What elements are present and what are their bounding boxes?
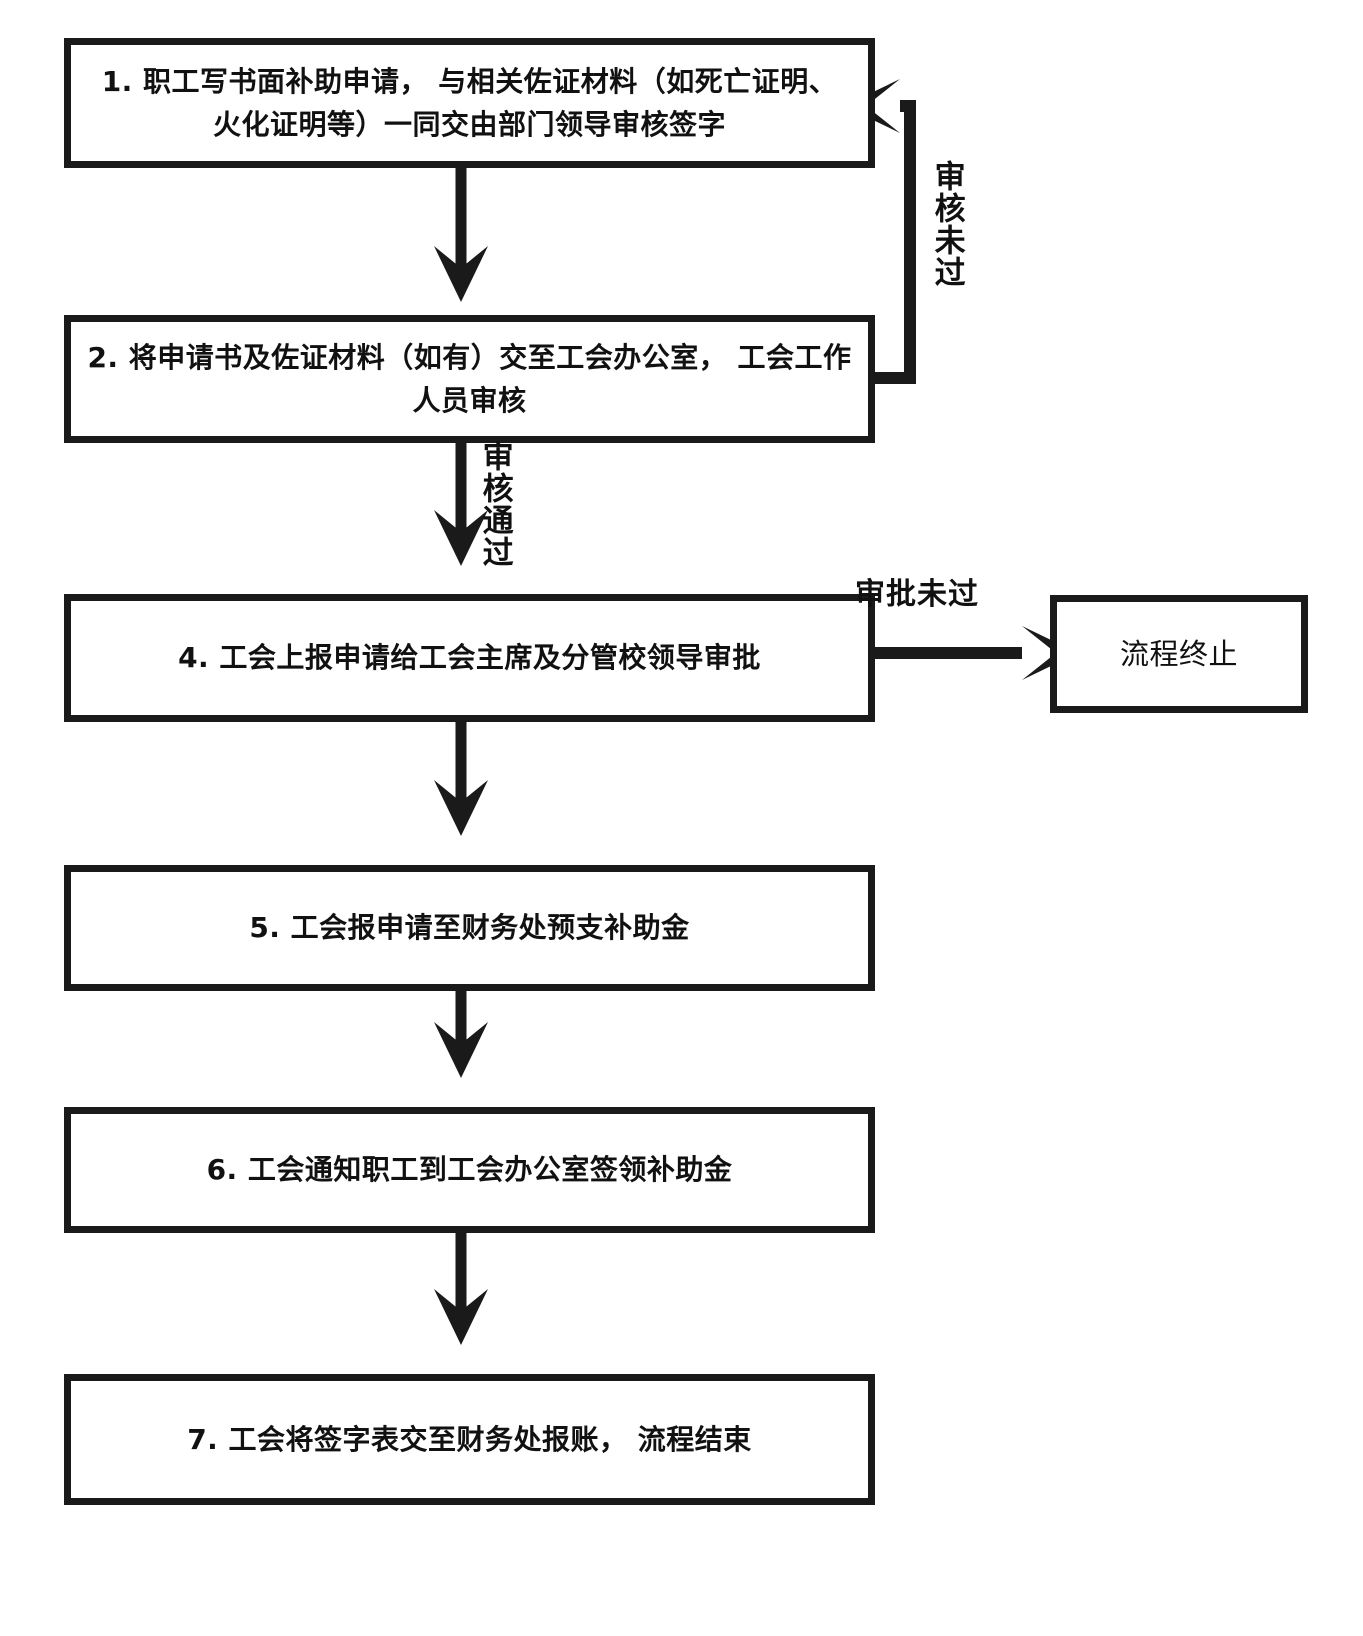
- node-notify-employee-to-sign[interactable]: 6. 工会通知职工到工会办公室签领补助金: [64, 1107, 875, 1233]
- edge-label-pass: 审核通过: [476, 440, 513, 568]
- node-label: 7. 工会将签字表交至财务处报账， 流程结束: [187, 1422, 752, 1456]
- node-submit-to-union-office[interactable]: 2. 将申请书及佐证材料（如有）交至工会办公室， 工会工作 人员审核: [64, 315, 875, 443]
- node-finance-advance-subsidy[interactable]: 5. 工会报申请至财务处预支补助金: [64, 865, 875, 991]
- node-submit-signature-form[interactable]: 7. 工会将签字表交至财务处报账， 流程结束: [64, 1374, 875, 1505]
- arrow-step4-to-terminate: [875, 626, 1078, 680]
- node-process-terminated[interactable]: 流程终止: [1050, 595, 1308, 713]
- arrow-step5-to-step6: [434, 991, 488, 1078]
- edge-label-reject-loop: 审核未过: [928, 160, 965, 288]
- node-label: 5. 工会报申请至财务处预支补助金: [249, 911, 690, 945]
- arrow-step4-to-step5: [434, 722, 488, 836]
- arrow-step1-to-step2: [434, 168, 488, 302]
- edge-label-approval-reject: 审批未过: [855, 577, 979, 612]
- node-write-application[interactable]: 1. 职工写书面补助申请， 与相关佐证材料（如死亡证明、 火化证明等）一同交由部…: [64, 38, 875, 168]
- node-label: 2. 将申请书及佐证材料（如有）交至工会办公室， 工会工作 人员审核: [87, 340, 852, 417]
- node-label: 1. 职工写书面补助申请， 与相关佐证材料（如死亡证明、 火化证明等）一同交由部…: [101, 64, 838, 141]
- node-label: 6. 工会通知职工到工会办公室签领补助金: [206, 1153, 733, 1187]
- node-label: 流程终止: [1119, 636, 1238, 671]
- arrow-step6-to-step7: [434, 1233, 488, 1345]
- node-label: 4. 工会上报申请给工会主席及分管校领导审批: [178, 641, 761, 675]
- node-union-report-for-approval[interactable]: 4. 工会上报申请给工会主席及分管校领导审批: [64, 594, 875, 722]
